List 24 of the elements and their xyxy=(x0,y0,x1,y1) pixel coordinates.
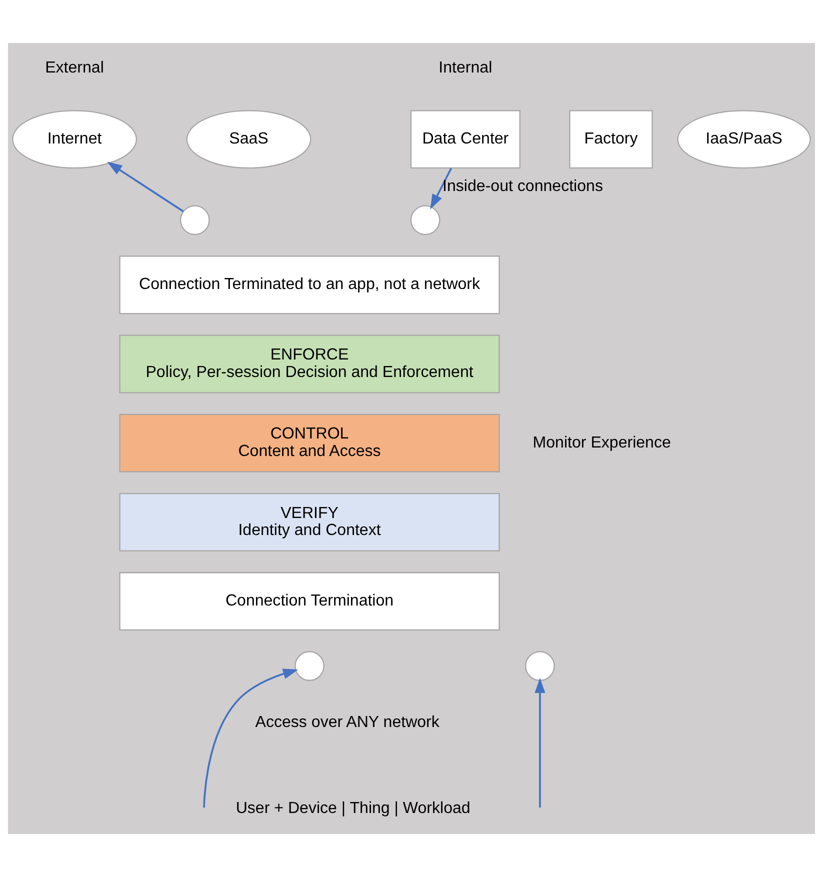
node-ellipse: Internet xyxy=(12,110,137,168)
arrow xyxy=(534,677,546,808)
node-box: Connection Terminated to an app, not a network xyxy=(119,255,500,314)
edge-label: Inside-out connections xyxy=(442,176,603,195)
node-ellipse: SaaS xyxy=(186,110,312,168)
label: Internal xyxy=(438,58,492,76)
node-box: CONTROL Content and Access xyxy=(119,413,500,472)
node-ellipse: IaaS/PaaS xyxy=(677,110,811,168)
node-box: Data Center xyxy=(410,110,520,168)
node-circle xyxy=(294,650,324,680)
label: Access over ANY network xyxy=(255,712,440,731)
label: External xyxy=(45,58,104,76)
node-box: VERIFY Identity and Context xyxy=(119,492,500,551)
arrow xyxy=(430,167,452,209)
label: User + Device | Thing | Workload xyxy=(236,798,470,817)
node-box: ENFORCE Policy, Per-session Decision and Enforcement xyxy=(119,334,500,393)
node-circle xyxy=(525,650,555,680)
label: Monitor Experience xyxy=(532,432,671,451)
node-circle xyxy=(410,204,440,235)
node-box: Connection Termination xyxy=(119,572,500,630)
arrow xyxy=(107,161,184,212)
node-circle xyxy=(180,204,210,235)
arrow xyxy=(203,668,298,808)
node-box: Factory xyxy=(569,110,653,168)
